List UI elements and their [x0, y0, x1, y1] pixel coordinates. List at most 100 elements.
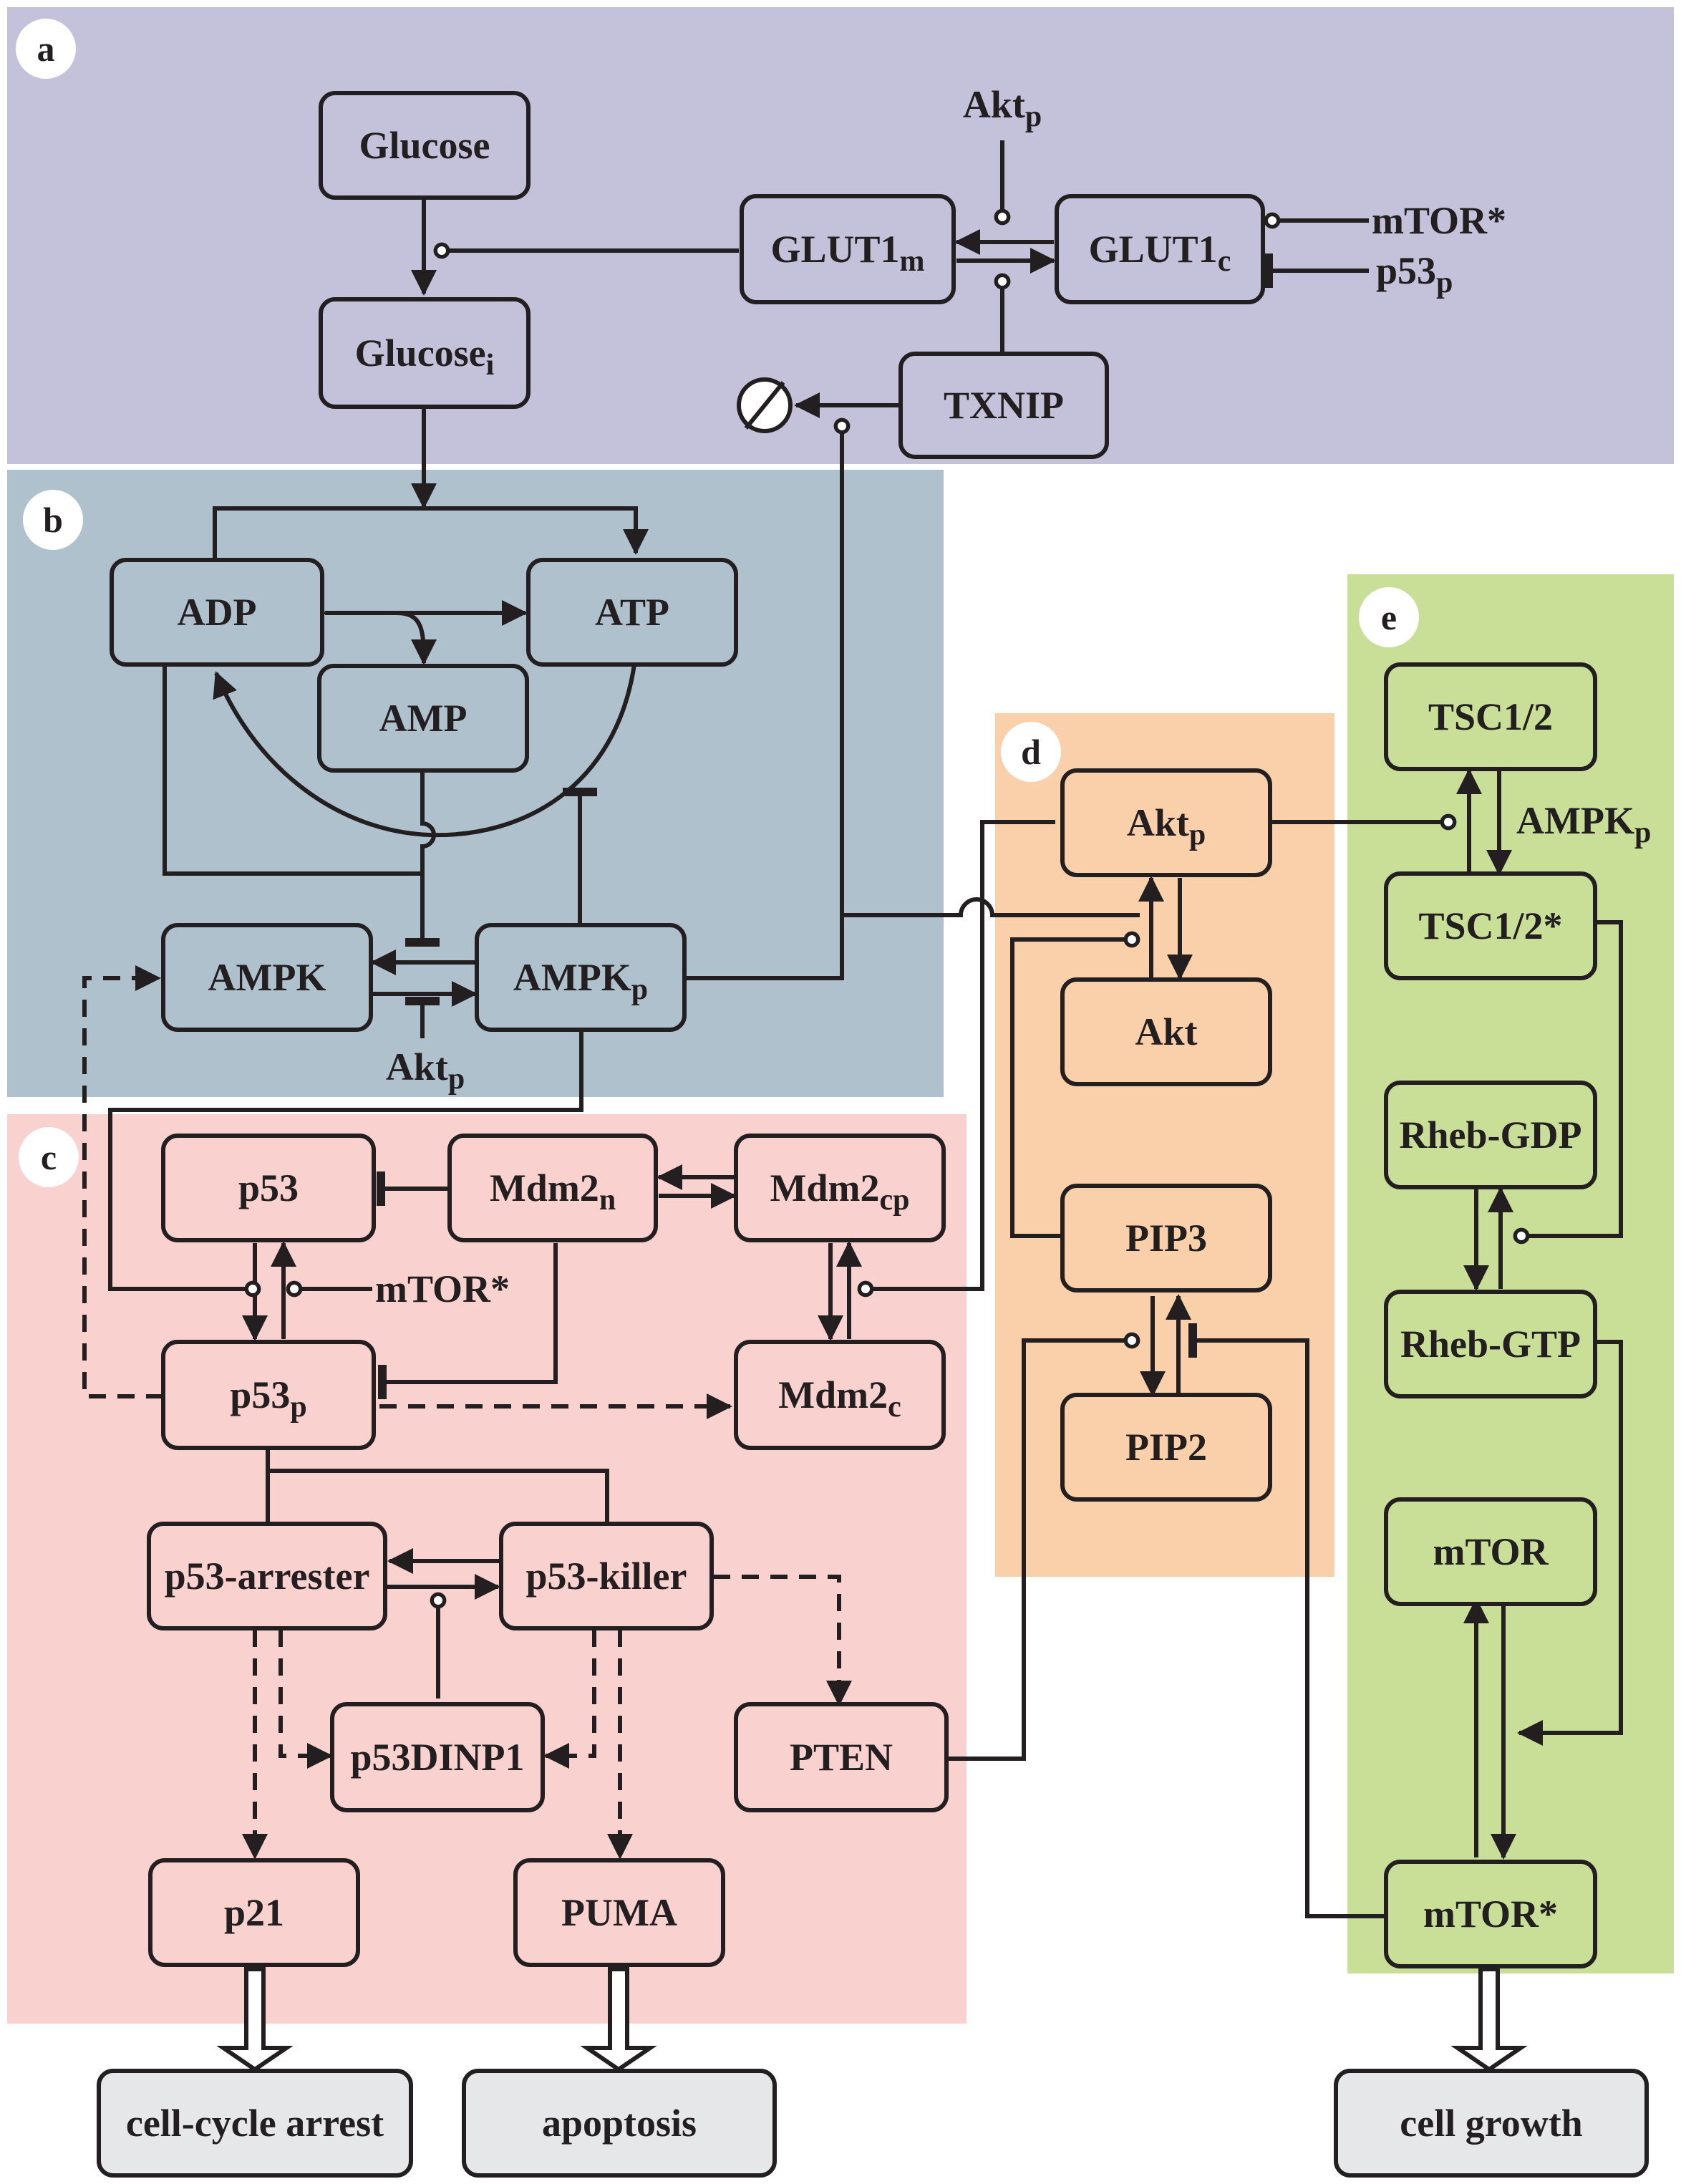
edge-pten-promotes-pip3-dephos — [946, 1332, 1140, 1761]
edge-ampkp-promotes-txnip-degradation — [684, 417, 851, 980]
hollow-arrow-puma-to-apoptosis — [580, 1967, 657, 2072]
node-p53-arrester: p53-arrester — [147, 1522, 387, 1630]
svg-text:Glucose: Glucose — [359, 124, 490, 167]
node-p53-killer: p53-killer — [499, 1522, 714, 1630]
panel-e — [1347, 574, 1674, 1973]
svg-text:AMPKp: AMPKp — [513, 956, 648, 1006]
svg-text:mTOR: mTOR — [1433, 1530, 1549, 1573]
node-cell-cycle-arrest: cell-cycle arrest — [97, 2069, 413, 2178]
svg-text:mTOR*: mTOR* — [1423, 1893, 1558, 1936]
edge-ampkp-to-akt-phosphorylation — [842, 897, 1140, 917]
hollow-arrow-p21-to-arrest — [216, 1967, 294, 2072]
svg-text:apoptosis: apoptosis — [542, 2102, 697, 2145]
edge-killer-induces-pten — [713, 1575, 852, 1706]
empty-set-icon — [737, 377, 793, 433]
edge-aktp-promotes-mdm2-phos — [857, 820, 1055, 1298]
svg-text:p53-arrester: p53-arrester — [165, 1555, 370, 1598]
svg-text:ADP: ADP — [178, 591, 257, 634]
svg-text:Mdm2n: Mdm2n — [490, 1166, 616, 1217]
node-mtor-star: mTOR* — [1384, 1860, 1597, 1968]
node-mdm2-n: Mdm2n — [447, 1134, 658, 1242]
svg-text:Aktp: Aktp — [1127, 801, 1206, 851]
node-glut1-m: GLUT1m — [740, 194, 956, 304]
svg-text:b: b — [43, 500, 63, 540]
svg-text:c: c — [41, 1137, 57, 1177]
node-txnip: TXNIP — [898, 352, 1109, 459]
edge-mtor-inhibits-pip2-phos — [1188, 1323, 1389, 1918]
node-pip2: PIP2 — [1060, 1393, 1272, 1502]
svg-text:GLUT1c: GLUT1c — [1089, 228, 1231, 278]
node-glucose-i: Glucosei — [319, 297, 531, 409]
node-cell-growth: cell growth — [1334, 2069, 1649, 2178]
edge-ampkp-to-p53 — [108, 1028, 583, 1291]
label-ampk-p-e: AMPKp — [1516, 799, 1651, 849]
svg-text:p21: p21 — [224, 1891, 284, 1934]
edge-mdm2n-inhibits-p53p — [378, 1243, 558, 1399]
label-mtor-star-a: mTOR* — [1372, 199, 1506, 242]
panel-a-badge: a — [16, 19, 76, 79]
panel-c-badge: c — [19, 1127, 79, 1187]
node-p53dinp1: p53DINP1 — [330, 1702, 545, 1812]
label-akt-p-b: Aktp — [386, 1045, 465, 1096]
svg-text:p53p: p53p — [230, 1373, 306, 1424]
edge-p53p-to-p53-killer — [268, 1469, 609, 1522]
edge-pip3-promotes-akt-phos — [1010, 931, 1140, 1238]
node-pip3: PIP3 — [1060, 1184, 1272, 1292]
panel-e-badge: e — [1359, 587, 1419, 647]
svg-text:AMP: AMP — [379, 697, 468, 740]
edge-p53p-induces-ampk — [82, 965, 163, 1398]
svg-text:d: d — [1021, 732, 1041, 772]
svg-text:p53DINP1: p53DINP1 — [350, 1736, 524, 1779]
svg-text:PIP2: PIP2 — [1125, 1426, 1207, 1469]
node-apoptosis: apoptosis — [462, 2069, 777, 2178]
node-p21: p21 — [148, 1858, 360, 1967]
hollow-arrow-mtor-to-growth — [1450, 1967, 1528, 2072]
node-tsc12: TSC1/2 — [1384, 662, 1597, 771]
svg-text:p53-killer: p53-killer — [526, 1555, 687, 1598]
panel-d-badge: d — [1001, 722, 1061, 782]
svg-text:Akt: Akt — [1135, 1010, 1197, 1053]
svg-text:e: e — [1381, 597, 1397, 637]
node-akt-p: Aktp — [1060, 768, 1272, 877]
svg-text:cell growth: cell growth — [1400, 2102, 1582, 2145]
node-tsc12-star: TSC1/2* — [1384, 871, 1597, 980]
svg-text:p53: p53 — [238, 1166, 299, 1209]
node-akt: Akt — [1060, 977, 1272, 1086]
edge-rheb-gtp-promotes-mtor — [1517, 1340, 1623, 1746]
node-puma: PUMA — [513, 1858, 725, 1967]
node-adp: ADP — [110, 558, 324, 667]
svg-text:TSC1/2*: TSC1/2* — [1418, 904, 1562, 947]
svg-text:PIP3: PIP3 — [1125, 1217, 1207, 1260]
edge-atp-consumption-to-adp — [213, 664, 636, 838]
edge-adp-atp-to-amp — [396, 611, 437, 665]
edge-arrester-induces-p53dinp1 — [278, 1630, 333, 1769]
svg-text:Mdm2cp: Mdm2cp — [770, 1166, 910, 1217]
edge-killer-induces-p53dinp1 — [543, 1630, 596, 1769]
edge-tsc-star-promotes-rheb-gtp-hydrolysis — [1513, 920, 1623, 1245]
node-p53-p: p53p — [161, 1340, 376, 1450]
edge-amp-to-ampk — [420, 770, 436, 874]
edge-adp-to-atp — [213, 506, 649, 559]
node-glucose: Glucose — [319, 91, 531, 200]
node-pten: PTEN — [734, 1702, 949, 1812]
label-akt-p-a: Aktp — [963, 83, 1042, 133]
label-p53-p-a: p53p — [1376, 249, 1453, 299]
node-glut1-c: GLUT1c — [1055, 194, 1265, 304]
node-ampk-p: AMPKp — [475, 923, 687, 1032]
panel-b-badge: b — [23, 490, 83, 550]
node-p53: p53 — [161, 1134, 376, 1242]
svg-text:TXNIP: TXNIP — [944, 384, 1064, 427]
svg-text:Rheb-GDP: Rheb-GDP — [1400, 1113, 1582, 1156]
svg-text:TSC1/2: TSC1/2 — [1428, 695, 1553, 738]
node-rheb-gtp: Rheb-GTP — [1384, 1290, 1597, 1398]
svg-text:Mdm2c: Mdm2c — [778, 1373, 901, 1424]
node-atp: ATP — [526, 558, 738, 667]
edge-adp-amp-inhibit-ampk-dephos — [163, 665, 440, 947]
svg-text:Glucosei: Glucosei — [355, 332, 495, 382]
svg-text:PTEN: PTEN — [790, 1736, 893, 1779]
node-amp: AMP — [317, 664, 529, 773]
node-rheb-gdp: Rheb-GDP — [1384, 1081, 1597, 1189]
svg-text:PUMA: PUMA — [561, 1891, 677, 1934]
node-mdm2-cp: Mdm2cp — [734, 1134, 946, 1242]
svg-text:AMPK: AMPK — [208, 956, 326, 999]
